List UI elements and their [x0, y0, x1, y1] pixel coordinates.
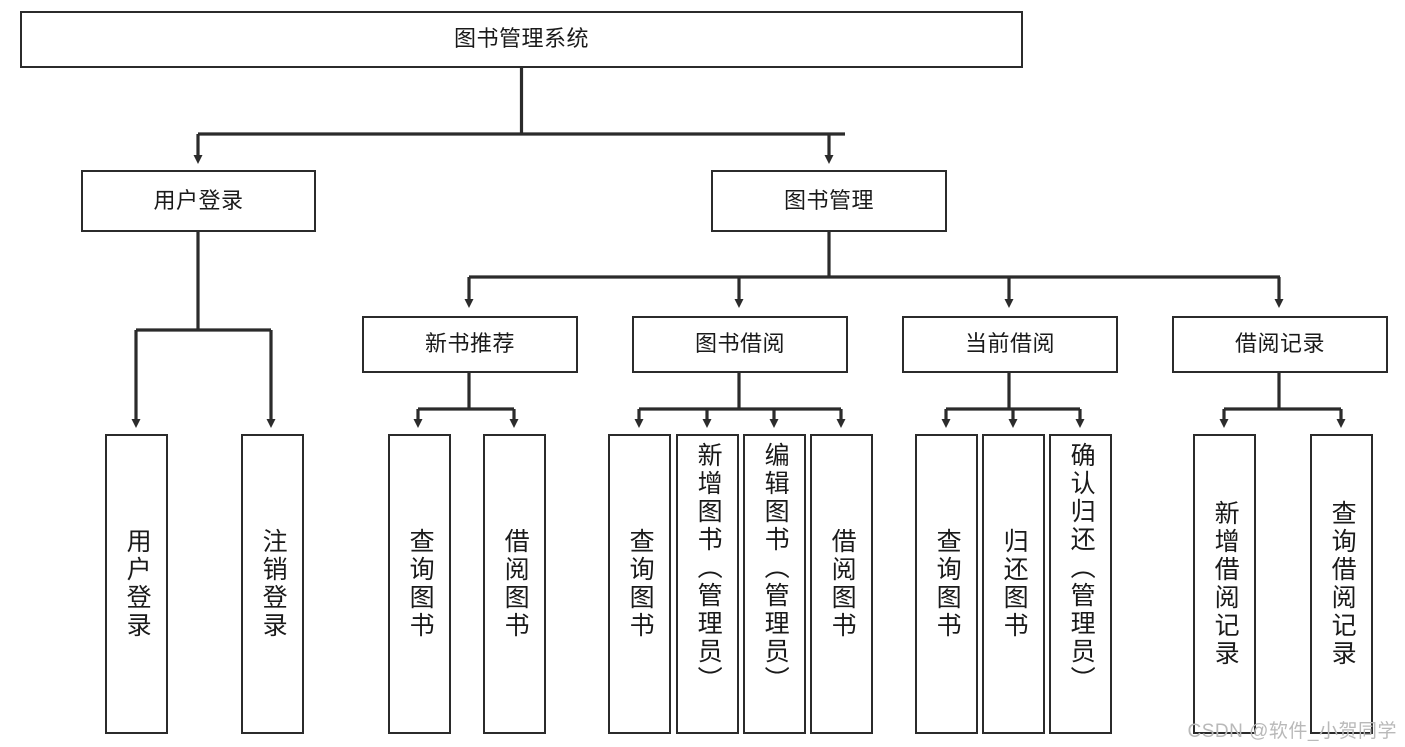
leaf-node-label: 查询图书	[406, 528, 435, 640]
submodule-node-current-borrow[interactable]: 当前借阅	[902, 316, 1118, 373]
leaf-node-label: 查询图书	[933, 528, 962, 640]
csdn-watermark: CSDN @软件_小贺同学	[1187, 721, 1397, 742]
submodule-node-book-borrow[interactable]: 图书借阅	[632, 316, 848, 373]
submodule-node-label: 图书借阅	[694, 331, 785, 357]
leaf-node-label: 借阅图书	[828, 528, 857, 640]
leaf-node-label: 归还图书	[1000, 528, 1029, 640]
leaf-node-leaf-borrow-book-1[interactable]: 借阅图书	[483, 434, 546, 734]
leaf-node-label: 借阅图书	[501, 528, 530, 640]
submodule-node-label: 借阅记录	[1234, 331, 1325, 357]
leaf-node-leaf-query-book-3[interactable]: 查询图书	[915, 434, 978, 734]
module-node-label: 图书管理	[783, 187, 874, 213]
module-node-label: 用户登录	[153, 187, 244, 213]
leaf-node-label: 注销登录	[259, 528, 288, 640]
leaf-node-leaf-edit-book[interactable]: 编辑图书（管理员）	[743, 434, 806, 734]
submodule-node-new-book-rec[interactable]: 新书推荐	[362, 316, 578, 373]
leaf-node-leaf-add-book[interactable]: 新增图书（管理员）	[676, 434, 739, 734]
submodule-node-label: 新书推荐	[424, 331, 515, 357]
submodule-node-label: 当前借阅	[964, 331, 1055, 357]
leaf-node-leaf-return-book[interactable]: 归还图书	[982, 434, 1045, 734]
leaf-node-leaf-logout[interactable]: 注销登录	[241, 434, 304, 734]
leaf-node-leaf-query-record[interactable]: 查询借阅记录	[1310, 434, 1373, 734]
leaf-node-label: 编辑图书（管理员）	[761, 442, 790, 694]
root-node-label: 图书管理系统	[453, 26, 589, 52]
module-node-user-login[interactable]: 用户登录	[81, 170, 316, 232]
leaf-node-leaf-confirm-return[interactable]: 确认归还（管理员）	[1049, 434, 1112, 734]
leaf-node-leaf-query-book-1[interactable]: 查询图书	[388, 434, 451, 734]
leaf-node-label: 新增图书（管理员）	[694, 442, 723, 694]
leaf-node-label: 确认归还（管理员）	[1067, 442, 1096, 694]
module-node-book-manage[interactable]: 图书管理	[711, 170, 947, 232]
leaf-node-leaf-borrow-book-2[interactable]: 借阅图书	[810, 434, 873, 734]
leaf-node-label: 新增借阅记录	[1211, 500, 1240, 668]
leaf-node-leaf-user-login[interactable]: 用户登录	[105, 434, 168, 734]
leaf-node-leaf-query-book-2[interactable]: 查询图书	[608, 434, 671, 734]
submodule-node-borrow-record[interactable]: 借阅记录	[1172, 316, 1388, 373]
leaf-node-label: 用户登录	[123, 528, 152, 640]
leaf-node-leaf-add-record[interactable]: 新增借阅记录	[1193, 434, 1256, 734]
leaf-node-label: 查询借阅记录	[1328, 500, 1357, 668]
root-node-root[interactable]: 图书管理系统	[20, 11, 1023, 68]
leaf-node-label: 查询图书	[626, 528, 655, 640]
